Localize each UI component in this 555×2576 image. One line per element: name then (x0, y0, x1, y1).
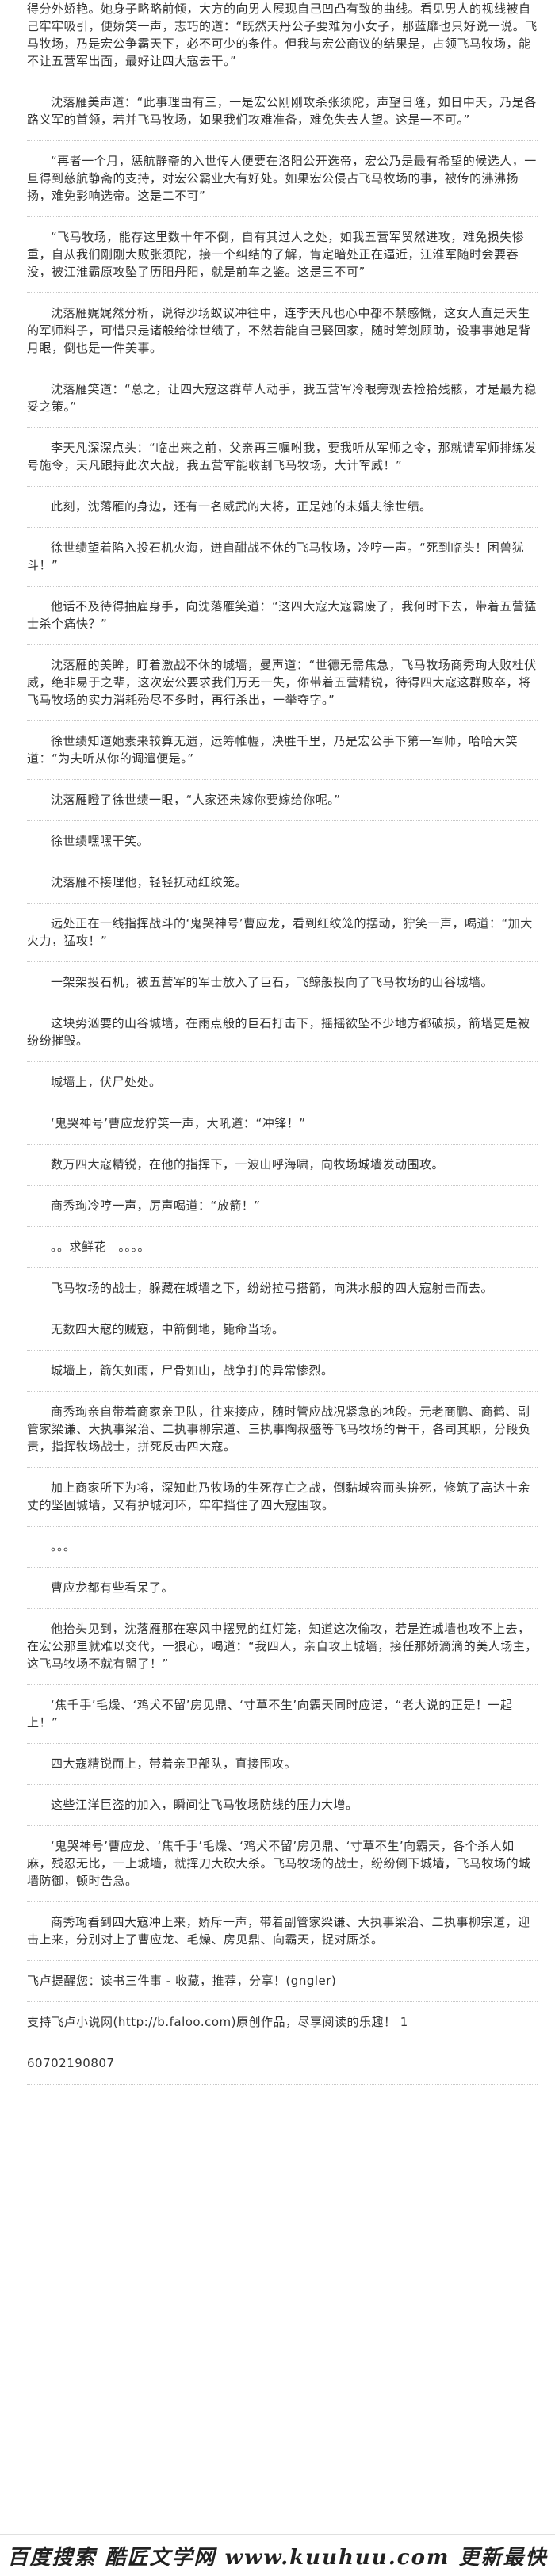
site-watermark-footer: 百度搜索 酷匠文学网 www.kuuhuu.com 更新最快 (0, 2534, 555, 2576)
chapter-paragraph: 徐世绩望着陷入投石机火海，迸自酣战不休的飞马牧场，冷哼一声。“死到临头！困兽犹斗… (27, 528, 538, 587)
chapter-paragraph: ‘鬼哭神号’曹应龙狞笑一声，大吼道：“冲锋！” (27, 1103, 538, 1145)
chapter-paragraph: 远处正在一线指挥战斗的‘鬼哭神号’曹应龙，看到红纹笼的摆动，狞笑一声，喝道：“加… (27, 904, 538, 962)
chapter-paragraph: “飞马牧场，能存这里数十年不倒，自有其过人之处，如我五营军贸然进攻，难免损失惨重… (27, 217, 538, 293)
chapter-paragraph: 四大寇精锐而上，带着亲卫部队，直接围攻。 (27, 1744, 538, 1785)
chapter-paragraph: 。。。 (27, 1527, 538, 1568)
chapter-paragraph: 这块势汹要的山谷城墙，在雨点般的巨石打击下，摇摇欲坠不少地方都破损，箭塔更是被纷… (27, 1003, 538, 1062)
chapter-paragraph: 他抬头见到，沈落雁那在寒风中摆晃的红灯笼，知道这次偷攻，若是连城墙也攻不上去，在… (27, 1609, 538, 1685)
chapter-paragraph: 城墙上，伏尸处处。 (27, 1062, 538, 1103)
chapter-paragraph: 。。求鲜花 。。。。 (27, 1227, 538, 1268)
chapter-paragraph: 曹应龙都有些看呆了。 (27, 1568, 538, 1609)
chapter-paragraph: 商秀珣亲自带着商家亲卫队，往来接应，随时管应战况紧急的地段。元老商鹏、商鹤、副管… (27, 1392, 538, 1468)
chapter-paragraph: 沈落雁瞪了徐世绩一眼，“人家还未嫁你要嫁给你呢。” (27, 780, 538, 821)
chapter-paragraph: 商秀珣看到四大寇冲上来，娇斥一声，带着副管家梁谦、大执事梁治、二执事柳宗道，迎击… (27, 1902, 538, 1961)
chapter-paragraph: 无数四大寇的贼寇，中箭倒地，毙命当场。 (27, 1309, 538, 1351)
chapter-body: 得分外娇艳。她身子略略前倾，大方的向男人展现自己凹凸有致的曲线。看见男人的视线被… (27, 0, 538, 2085)
chapter-paragraph: 沈落雁不接理他，轻轻抚动红纹笼。 (27, 862, 538, 904)
chapter-paragraph: 加上商家所下为将，深知此乃牧场的生死存亡之战，倒黏城容而头拚死，修筑了高达十余丈… (27, 1468, 538, 1527)
chapter-paragraph: 沈落雁的美眸，盯着激战不休的城墙，曼声道：“世德无需焦急，飞马牧场商秀珣大败杜伏… (27, 645, 538, 721)
chapter-paragraph: 此刻，沈落雁的身边，还有一名威武的大将，正是她的未婚夫徐世绩。 (27, 487, 538, 528)
chapter-paragraph: 沈落雁美声道：“此事理由有三，一是宏公刚刚攻杀张须陀，声望日隆，如日中天，乃是各… (27, 82, 538, 141)
chapter-paragraph: ‘焦千手’毛燥、‘鸡犬不留’房见鼎、‘寸草不生’向霸天同时应诺，“老大说的正是！… (27, 1685, 538, 1744)
chapter-paragraph: 飞卢提醒您：读书三件事 - 收藏，推荐，分享！(gngler) (27, 1961, 538, 2002)
chapter-paragraph: “再者一个月，惩航静斋的入世传人便要在洛阳公开选帝，宏公乃是最有希望的候选人，一… (27, 141, 538, 217)
chapter-paragraph: 城墙上，箭矢如雨，尸骨如山，战争打的异常惨烈。 (27, 1351, 538, 1392)
chapter-paragraph: 徐世绩知道她素来较算无遗，运筹帷幄，决胜千里，乃是宏公手下第一军师，哈哈大笑道：… (27, 721, 538, 780)
chapter-paragraph: 李天凡深深点头：“临出来之前，父亲再三嘱咐我，要我听从军师之令，那就请军师排练发… (27, 428, 538, 487)
chapter-paragraph: 支持飞卢小说网(http://b.faloo.com)原创作品，尽享阅读的乐趣！… (27, 2002, 538, 2043)
chapter-paragraph: 沈落雁娓娓然分析，说得沙场蚁议冲往中，连李天凡也心中都不禁感慨，这女人直是天生的… (27, 293, 538, 369)
chapter-paragraph: 数万四大寇精锐，在他的指挥下，一波山呼海啸，向牧场城墙发动围攻。 (27, 1145, 538, 1186)
chapter-paragraph: 商秀珣冷哼一声，厉声喝道：“放箭！” (27, 1186, 538, 1227)
chapter-paragraph: 他话不及待得抽雇身手，向沈落雁笑道：“这四大寇大寇霸废了，我何时下去，带着五营猛… (27, 587, 538, 645)
chapter-paragraph: 沈落雁笑道：“总之，让四大寇这群草人动手，我五营军冷眼旁观去捡拾残骸，才是最为稳… (27, 369, 538, 428)
chapter-paragraph: 徐世绩嘿嘿干笑。 (27, 821, 538, 862)
chapter-paragraph: ‘鬼哭神号’曹应龙、‘焦千手’毛燥、‘鸡犬不留’房见鼎、‘寸草不生’向霸天，各个… (27, 1826, 538, 1902)
chapter-paragraph: 得分外娇艳。她身子略略前倾，大方的向男人展现自己凹凸有致的曲线。看见男人的视线被… (27, 0, 538, 82)
chapter-paragraph: 这些江洋巨盗的加入，瞬间让飞马牧场防线的压力大增。 (27, 1785, 538, 1826)
chapter-paragraph: 一架架投石机，被五营军的军士放入了巨石，飞鲸般投向了飞马牧场的山谷城墙。 (27, 962, 538, 1003)
chapter-paragraph: 飞马牧场的战士，躲藏在城墙之下，纷纷拉弓搭箭，向洪水般的四大寇射击而去。 (27, 1268, 538, 1309)
chapter-paragraph: 60702190807 (27, 2043, 538, 2085)
